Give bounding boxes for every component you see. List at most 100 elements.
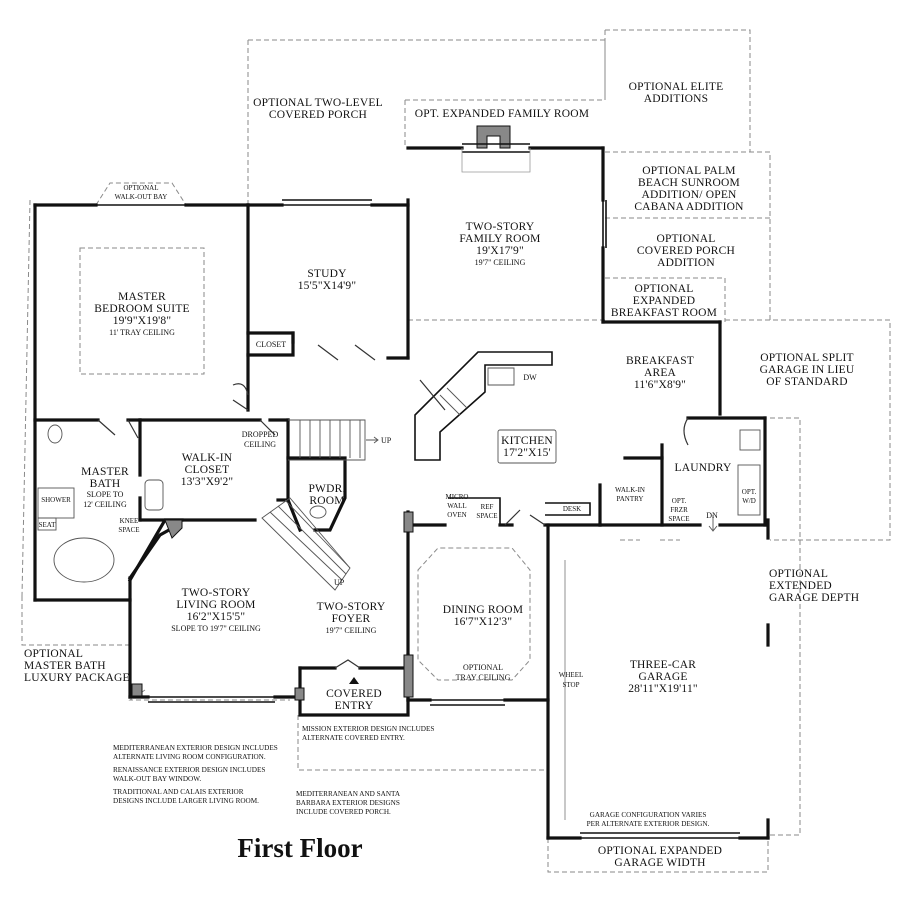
breakfast-name-2: AREA xyxy=(644,367,677,379)
opt-palm-beach-2: BEACH SUNROOM xyxy=(638,177,740,189)
kitchen-dims: 17'2"X15' xyxy=(503,447,551,459)
master-bath-ceiling-2: 12' CEILING xyxy=(83,500,127,509)
note-mediterranean-living-2: ALTERNATE LIVING ROOM CONFIGURATION. xyxy=(113,753,266,761)
room-labels: MASTER BEDROOM SUITE 19'9"X19'8" 11' TRA… xyxy=(81,221,732,712)
opt-expanded-family: OPT. EXPANDED FAMILY ROOM xyxy=(415,108,589,120)
master-bedroom-name-1: MASTER xyxy=(118,291,166,303)
ref-space-2: SPACE xyxy=(476,512,497,520)
columns xyxy=(131,125,511,701)
walls xyxy=(33,146,770,840)
wheel-stop-1: WHEEL xyxy=(559,671,584,679)
seat-label: SEAT xyxy=(39,521,56,529)
master-bedroom-ceiling: 11' TRAY CEILING xyxy=(109,328,175,337)
opt-split-garage-3: OF STANDARD xyxy=(766,376,847,388)
plan-title: First Floor xyxy=(237,833,362,863)
walk-in-pantry-2: PANTRY xyxy=(617,495,644,503)
study-name: STUDY xyxy=(307,268,347,280)
foyer-name-2: FOYER xyxy=(332,613,371,625)
opt-wd-2: W/D xyxy=(742,497,756,505)
opt-expanded-breakfast-1: OPTIONAL xyxy=(634,283,693,295)
walk-in-closet-name-2: CLOSET xyxy=(185,464,230,476)
foyer-ceiling: 19'7" CEILING xyxy=(326,626,377,635)
opt-master-bath-luxury-2: MASTER BATH xyxy=(24,660,106,672)
breakfast-name-1: BREAKFAST xyxy=(626,355,694,367)
garage-name-2: GARAGE xyxy=(638,671,687,683)
closet-name: CLOSET xyxy=(256,340,286,349)
dishwasher-label: DW xyxy=(523,373,537,382)
micro-wall-oven-2: WALL xyxy=(447,502,466,510)
master-bedroom-name-2: BEDROOM SUITE xyxy=(94,303,190,315)
opt-garage-width-2: GARAGE WIDTH xyxy=(614,857,705,869)
opt-garage-width-1: OPTIONAL EXPANDED xyxy=(598,845,722,857)
opt-palm-beach-1: OPTIONAL PALM xyxy=(642,165,735,177)
note-renaissance-2: WALK-OUT BAY WINDOW. xyxy=(113,775,201,783)
exterior-notes: MEDITERRANEAN EXTERIOR DESIGN INCLUDES A… xyxy=(113,725,710,828)
opt-split-garage-2: GARAGE IN LIEU xyxy=(760,364,855,376)
dropped-ceiling-1: DROPPED xyxy=(242,430,279,439)
garage-dims: 28'11"X19'11" xyxy=(628,683,698,695)
kitchen-name: KITCHEN xyxy=(501,435,553,447)
walk-in-closet-dims: 13'3"X9'2" xyxy=(181,476,234,488)
opt-extended-garage-2: EXTENDED xyxy=(769,580,832,592)
master-bath-ceiling-1: SLOPE TO xyxy=(87,490,124,499)
note-mission-1: MISSION EXTERIOR DESIGN INCLUDES xyxy=(302,725,434,733)
opt-wd-1: OPT. xyxy=(742,488,757,496)
knee-space-2: SPACE xyxy=(118,526,139,534)
note-renaissance-1: RENAISSANCE EXTERIOR DESIGN INCLUDES xyxy=(113,766,265,774)
micro-wall-oven-1: MICRO xyxy=(446,493,469,501)
opt-expanded-breakfast-2: EXPANDED xyxy=(633,295,696,307)
opt-covered-porch-3: ADDITION xyxy=(657,257,715,269)
note-garage-config-2: PER ALTERNATE EXTERIOR DESIGN. xyxy=(587,820,710,828)
option-labels: OPTIONAL TWO-LEVEL COVERED PORCH OPT. EX… xyxy=(24,81,859,869)
dining-dims: 16'7"X12'3" xyxy=(454,616,513,628)
note-garage-config-1: GARAGE CONFIGURATION VARIES xyxy=(590,811,707,819)
master-bath-name-1: MASTER xyxy=(81,466,129,478)
opt-elite-2: ADDITIONS xyxy=(644,93,708,105)
master-bedroom-dims: 19'9"X19'8" xyxy=(113,315,172,327)
opt-two-level-porch-2: COVERED PORCH xyxy=(269,109,367,121)
opt-extended-garage-3: GARAGE DEPTH xyxy=(769,592,859,604)
opt-covered-porch-1: OPTIONAL xyxy=(656,233,715,245)
small-labels: DW DROPPED CEILING UP UP DN SHOWER SEAT … xyxy=(39,184,757,689)
note-mediterranean-santa-1: MEDITERRANEAN AND SANTA xyxy=(296,790,401,798)
dining-ceiling-1: OPTIONAL xyxy=(463,663,503,672)
covered-entry-name-1: COVERED xyxy=(326,688,382,700)
opt-palm-beach-3: ADDITION/ OPEN xyxy=(641,189,737,201)
note-mediterranean-santa-2: BARBARA EXTERIOR DESIGNS xyxy=(296,799,400,807)
covered-entry-name-2: ENTRY xyxy=(335,700,374,712)
down-label: DN xyxy=(706,511,718,520)
note-mediterranean-living-1: MEDITERRANEAN EXTERIOR DESIGN INCLUDES xyxy=(113,744,278,752)
opt-covered-porch-2: COVERED PORCH xyxy=(637,245,735,257)
walk-out-bay-2: WALK-OUT BAY xyxy=(115,193,168,201)
opt-split-garage-1: OPTIONAL SPLIT xyxy=(760,352,853,364)
opt-palm-beach-4: CABANA ADDITION xyxy=(634,201,744,213)
powder-room-name-1: PWDR. xyxy=(308,483,345,495)
study-dims: 15'5"X14'9" xyxy=(298,280,357,292)
family-room-name-1: TWO-STORY xyxy=(466,221,535,233)
opt-frzr-2: FRZR xyxy=(670,506,688,514)
stair-up-label-1: UP xyxy=(381,436,392,445)
family-room-ceiling: 19'7" CEILING xyxy=(475,258,526,267)
opt-master-bath-luxury-3: LUXURY PACKAGE xyxy=(24,672,130,684)
opt-elite-1: OPTIONAL ELITE xyxy=(629,81,724,93)
shower-label: SHOWER xyxy=(41,496,71,504)
living-room-dims: 16'2"X15'5" xyxy=(187,611,246,623)
stair-up-label-2: UP xyxy=(334,578,345,587)
dining-name: DINING ROOM xyxy=(443,604,523,616)
micro-wall-oven-3: OVEN xyxy=(447,511,466,519)
opt-master-bath-luxury-1: OPTIONAL xyxy=(24,648,83,660)
living-room-name-1: TWO-STORY xyxy=(182,587,251,599)
note-traditional-1: TRADITIONAL AND CALAIS EXTERIOR xyxy=(113,788,244,796)
powder-room-name-2: ROOM xyxy=(309,495,344,507)
wheel-stop-2: STOP xyxy=(563,681,580,689)
opt-expanded-breakfast-3: BREAKFAST ROOM xyxy=(611,307,717,319)
entry-arrow-icon xyxy=(349,677,359,684)
note-mission-2: ALTERNATE COVERED ENTRY. xyxy=(302,734,405,742)
dropped-ceiling-2: CEILING xyxy=(244,440,276,449)
note-mediterranean-santa-3: INCLUDE COVERED PORCH. xyxy=(296,808,391,816)
dining-ceiling-2: TRAY CEILING xyxy=(456,673,511,682)
walk-out-bay-1: OPTIONAL xyxy=(124,184,159,192)
walk-in-closet-name-1: WALK-IN xyxy=(182,452,233,464)
family-room-name-2: FAMILY ROOM xyxy=(459,233,540,245)
